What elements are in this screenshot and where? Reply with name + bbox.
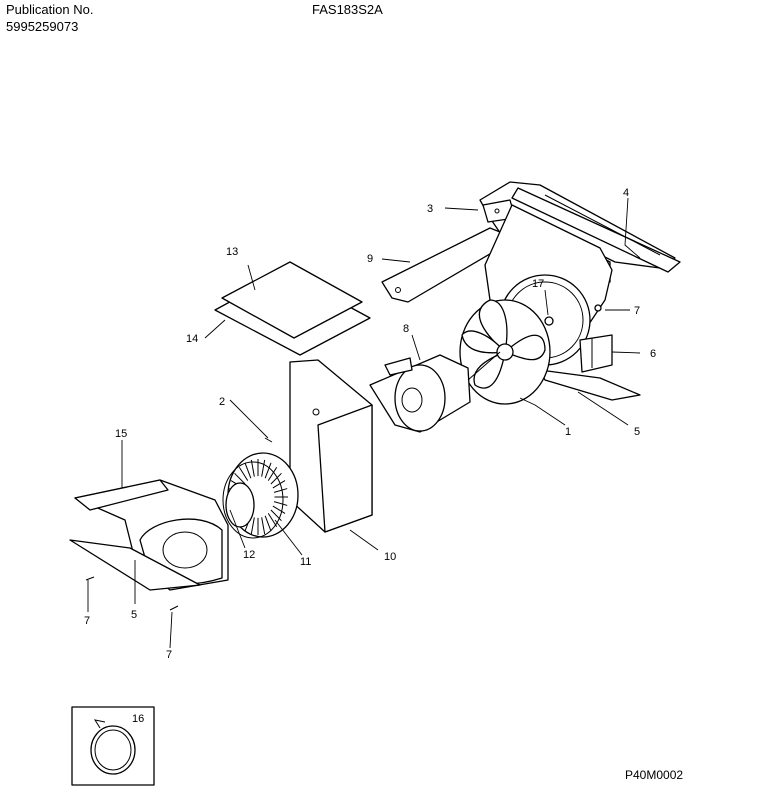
- callout-2: 2: [219, 396, 225, 408]
- motor-part-8: [339, 351, 501, 433]
- panels-13-14: [214, 261, 371, 356]
- fan-blade-part-1: [459, 299, 551, 405]
- wheel-vane: [264, 462, 272, 479]
- callout-13: 13: [226, 246, 238, 258]
- publication-label: Publication No.: [6, 2, 94, 17]
- callout-7-bottom: 7: [166, 649, 172, 661]
- callout-12: 12: [243, 549, 255, 561]
- wheel-vane: [261, 459, 266, 477]
- wheel-vane: [244, 462, 252, 479]
- motor-bracket-part-10: [289, 359, 373, 533]
- callout-7-left: 7: [84, 615, 90, 627]
- wheel-vane: [250, 517, 255, 535]
- callout-numbers: 3 4 9 17 7 6 1 5 8 13 14 2 15 12 11 10 7…: [84, 187, 656, 725]
- callout-7-right: 7: [634, 305, 640, 317]
- wheel-vane: [267, 513, 278, 527]
- callout-5-right: 5: [634, 426, 640, 438]
- wheel-vane: [272, 480, 286, 489]
- wheel-vane: [234, 472, 246, 485]
- callout-15: 15: [115, 428, 127, 440]
- wheel-vane: [270, 509, 282, 522]
- clamp-inset-part-16: [71, 706, 155, 786]
- wheel-vane: [250, 459, 255, 477]
- wheel-vane: [270, 472, 282, 485]
- callout-3: 3: [427, 203, 433, 215]
- wheel-vane: [272, 505, 286, 514]
- callout-1: 1: [565, 426, 571, 438]
- screws: [85, 304, 602, 611]
- callout-4: 4: [623, 187, 629, 199]
- callout-10: 10: [384, 551, 396, 563]
- wheel-vane: [238, 467, 249, 481]
- wheel-vane: [273, 501, 288, 506]
- callout-17: 17: [532, 278, 544, 290]
- blower-wheel-part-11: [222, 452, 299, 539]
- bracket-part-6: [579, 334, 613, 373]
- wheel-vane: [261, 517, 266, 535]
- callout-8: 8: [403, 323, 409, 335]
- callout-5-left: 5: [131, 609, 137, 621]
- leader-lines: [87, 197, 641, 649]
- wheel-vane: [264, 515, 272, 532]
- callout-16: 16: [132, 713, 144, 725]
- callout-9: 9: [367, 253, 373, 265]
- callout-14: 14: [186, 333, 198, 345]
- callout-11: 11: [300, 556, 311, 568]
- callout-6: 6: [650, 348, 656, 360]
- wheel-vane: [267, 467, 278, 481]
- publication-number: 5995259073: [6, 19, 79, 34]
- wheel-vane: [273, 488, 288, 493]
- model-number: FAS183S2A: [312, 2, 383, 17]
- scroll-housing-part-15: [69, 479, 229, 591]
- figure-code: P40M0002: [625, 768, 684, 782]
